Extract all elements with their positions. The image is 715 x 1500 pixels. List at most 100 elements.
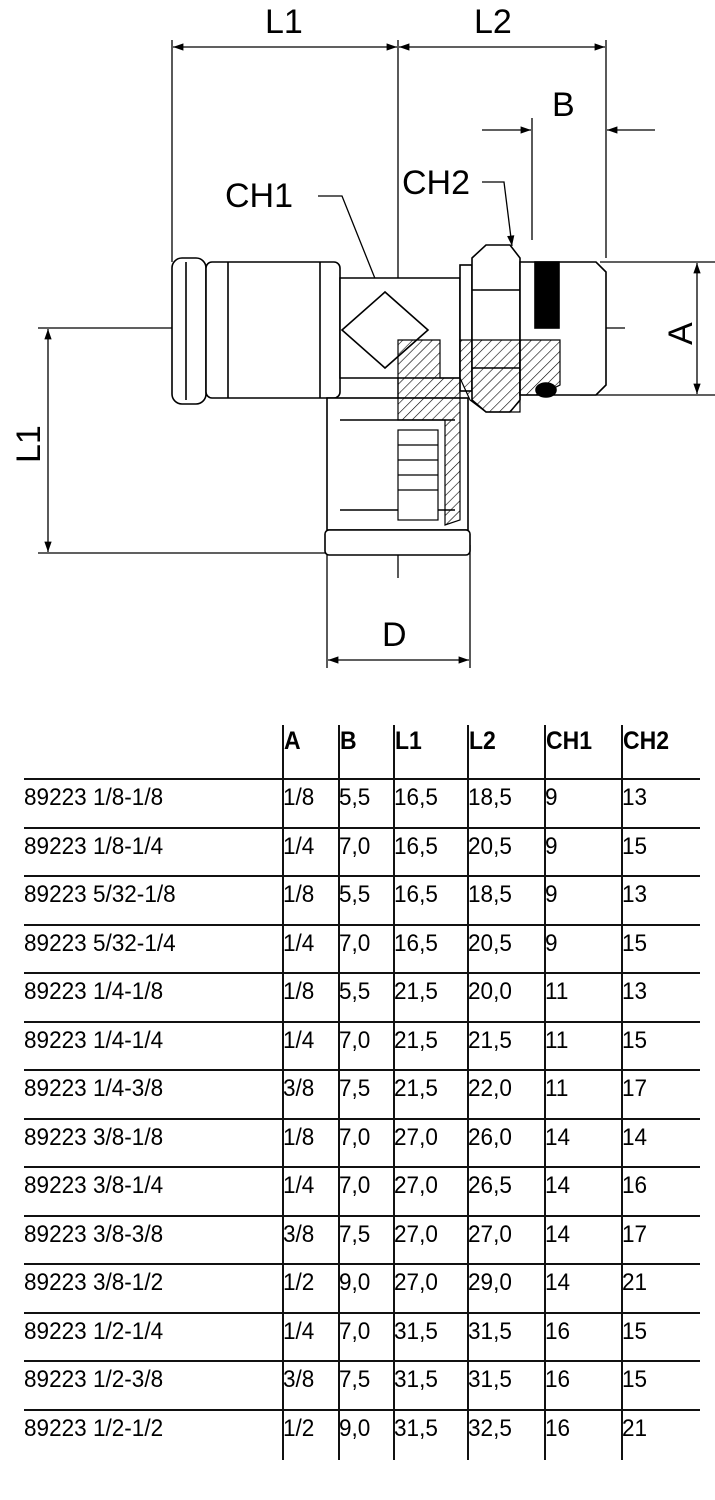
table-cell: 31,5 [468, 1317, 512, 1345]
table-cell: 14 [545, 1220, 571, 1248]
row-divider [24, 1214, 700, 1217]
table-cell: 22,0 [468, 1075, 512, 1102]
table-cell: 31,5 [394, 1317, 438, 1345]
column-header: CH1 [546, 727, 593, 755]
table-cell: 11 [545, 1026, 569, 1054]
table-cell: 5,5 [339, 881, 371, 908]
column-header: CH2 [623, 727, 670, 755]
table-cell: 21,5 [394, 978, 438, 1005]
technical-drawing: L1 L2 B CH1 CH2 A L1 D [10, 3, 715, 668]
table-cell: 21,5 [468, 1026, 512, 1054]
table-cell: 7,0 [339, 1026, 371, 1054]
row-divider [24, 1408, 700, 1411]
table-cell: 11 [545, 978, 569, 1005]
row-divider [24, 1263, 700, 1265]
table-cell: 7,5 [339, 1220, 371, 1248]
column-header: B [340, 727, 357, 755]
table-cell: 3/8 [283, 1220, 315, 1248]
table-row-code: 89223 5/32-1/8 [24, 881, 176, 908]
row-divider [24, 1166, 700, 1168]
table-cell: 3/8 [283, 1366, 315, 1393]
table-cell: 15 [622, 929, 648, 957]
table-cell: 1/8 [283, 881, 315, 908]
row-divider [24, 1311, 700, 1314]
table-cell: 1/4 [283, 832, 315, 860]
row-divider [24, 1117, 700, 1120]
table-cell: 21,5 [394, 1026, 438, 1054]
table-cell: 27,0 [394, 1172, 438, 1199]
table-cell: 1/4 [283, 1317, 315, 1345]
column-divider [544, 725, 546, 1460]
table-cell: 9 [545, 832, 558, 860]
column-divider [467, 725, 469, 1460]
table-cell: 9 [545, 929, 558, 957]
table-cell: 31,5 [468, 1366, 512, 1393]
table-cell: 16,5 [394, 832, 438, 860]
table-cell: 16 [545, 1414, 571, 1442]
table-cell: 1/8 [283, 978, 315, 1005]
ch2-leader [482, 181, 515, 247]
table-cell: 7,0 [339, 1317, 371, 1345]
table-cell: 20,0 [468, 978, 512, 1005]
table-row-code: 89223 1/8-1/8 [24, 784, 164, 811]
row-divider [24, 923, 700, 926]
table-cell: 5,5 [339, 978, 371, 1005]
table-cell: 15 [622, 832, 648, 860]
table-cell: 7,0 [339, 1123, 371, 1151]
table-row-code: 89223 1/4-1/4 [24, 1026, 164, 1054]
table-cell: 14 [622, 1123, 648, 1151]
table-cell: 15 [622, 1026, 648, 1054]
label-ch1: CH1 [225, 177, 293, 215]
table-cell: 7,0 [339, 832, 371, 860]
table-row-code: 89223 1/4-1/8 [24, 978, 164, 1005]
table-cell: 16,5 [394, 784, 438, 811]
label-d: D [382, 616, 407, 654]
table-cell: 27,0 [394, 1269, 438, 1296]
column-header: A [284, 727, 301, 755]
table-cell: 5,5 [339, 784, 371, 811]
column-header: L1 [395, 727, 422, 755]
label-l1-side: L1 [10, 425, 48, 463]
table-cell: 32,5 [468, 1414, 512, 1442]
table-cell: 16,5 [394, 929, 438, 957]
table-cell: 15 [622, 1317, 648, 1345]
table-cell: 7,0 [339, 1172, 371, 1199]
label-l1-top: L1 [265, 3, 303, 41]
table-cell: 27,0 [394, 1123, 438, 1151]
table-cell: 26,5 [468, 1172, 512, 1199]
table-cell: 1/8 [283, 784, 315, 811]
row-divider [24, 1020, 700, 1023]
label-ch2: CH2 [402, 164, 470, 202]
table-cell: 1/4 [283, 929, 315, 957]
table-cell: 11 [545, 1075, 569, 1102]
section-hatching [397, 339, 561, 526]
table-row-code: 89223 1/2-1/4 [24, 1317, 164, 1345]
table-cell: 1/2 [283, 1414, 315, 1442]
label-a: A [662, 322, 700, 345]
table-cell: 29,0 [468, 1269, 512, 1296]
table-cell: 16 [545, 1366, 571, 1393]
table-cell: 21 [622, 1414, 648, 1442]
table-cell: 20,5 [468, 832, 512, 860]
table-cell: 16,5 [394, 881, 438, 908]
table-cell: 20,5 [468, 929, 512, 957]
table-cell: 7,5 [339, 1366, 371, 1393]
row-divider [24, 1069, 700, 1071]
table-cell: 3/8 [283, 1075, 315, 1102]
table-cell: 15 [622, 1366, 648, 1393]
table-cell: 14 [545, 1123, 571, 1151]
column-divider [621, 725, 623, 1460]
table-row-code: 89223 3/8-1/8 [24, 1123, 164, 1151]
table-row-code: 89223 5/32-1/4 [24, 929, 176, 957]
table-cell: 1/4 [283, 1026, 315, 1054]
table-cell: 13 [622, 978, 648, 1005]
table-row-code: 89223 1/2-1/2 [24, 1414, 164, 1442]
table-cell: 27,0 [394, 1220, 438, 1248]
table-cell: 31,5 [394, 1366, 438, 1393]
row-divider [24, 778, 700, 780]
table-cell: 27,0 [468, 1220, 512, 1248]
table-cell: 18,5 [468, 881, 512, 908]
row-divider [24, 875, 700, 877]
table-cell: 1/2 [283, 1269, 315, 1296]
